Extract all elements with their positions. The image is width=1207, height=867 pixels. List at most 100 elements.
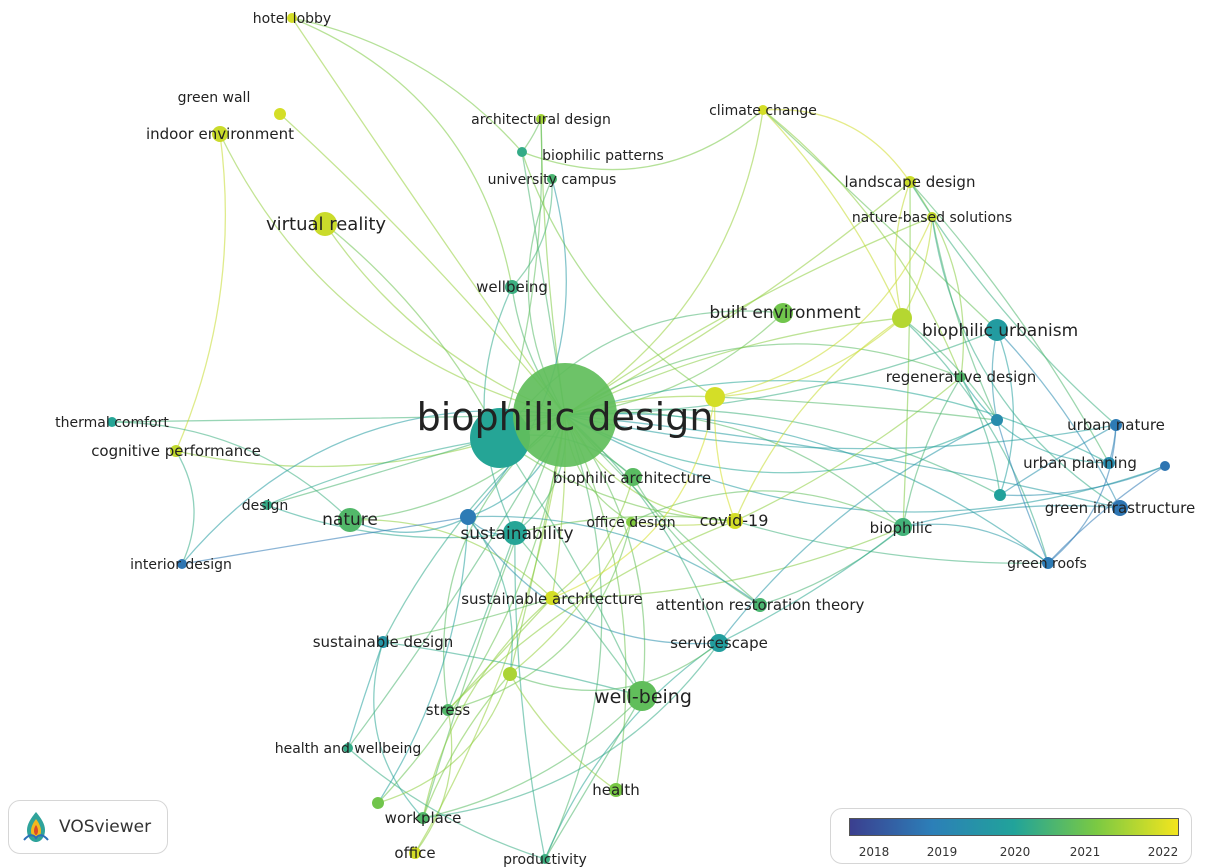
label-built-environment[interactable]: built environment bbox=[709, 303, 861, 323]
node-built-environment[interactable] bbox=[773, 303, 793, 323]
network-edge bbox=[902, 523, 1049, 564]
label-attention-restoration-theory[interactable]: attention restoration theory bbox=[656, 596, 865, 614]
node-sustainability[interactable] bbox=[503, 521, 527, 545]
label-urban-nature[interactable]: urban nature bbox=[1067, 416, 1165, 434]
label-well-being[interactable]: well-being bbox=[594, 686, 692, 708]
node-design[interactable] bbox=[262, 500, 272, 510]
node-well-being[interactable] bbox=[627, 681, 657, 711]
label-urban-planning[interactable]: urban planning bbox=[1023, 454, 1137, 472]
node-urban-nature[interactable] bbox=[1110, 419, 1122, 431]
node-sustainable-design[interactable] bbox=[377, 636, 389, 648]
node-biophilic-design[interactable] bbox=[513, 363, 617, 467]
label-nature-based-solutions[interactable]: nature-based solutions bbox=[852, 210, 1012, 226]
node-health[interactable] bbox=[609, 783, 623, 797]
label-architectural-design[interactable]: architectural design bbox=[471, 112, 611, 128]
label-biophilic[interactable]: biophilic bbox=[870, 519, 933, 537]
node-wellbeing[interactable] bbox=[505, 280, 519, 294]
unlabeled-node[interactable] bbox=[994, 489, 1006, 501]
node-sustainable-architecture[interactable] bbox=[545, 591, 559, 605]
node-thermal-comfort[interactable] bbox=[107, 417, 117, 427]
label-sustainability[interactable]: sustainability bbox=[460, 524, 573, 544]
network-edge bbox=[762, 109, 903, 319]
legend-tick-2020: 2020 bbox=[999, 845, 1031, 859]
label-health-and-wellbeing[interactable]: health and wellbeing bbox=[275, 741, 422, 757]
node-attention-restoration-theory[interactable] bbox=[753, 598, 767, 612]
label-stress[interactable]: stress bbox=[426, 701, 471, 719]
label-landscape-design[interactable]: landscape design bbox=[845, 173, 976, 191]
network-edge bbox=[514, 515, 736, 534]
label-cognitive-performance[interactable]: cognitive performance bbox=[91, 442, 261, 460]
node-green-infrastructure[interactable] bbox=[1112, 500, 1128, 516]
label-thermal-comfort[interactable]: thermal comfort bbox=[55, 415, 169, 431]
node-covid-19[interactable] bbox=[727, 513, 743, 529]
label-productivity[interactable]: productivity bbox=[503, 852, 587, 867]
unlabeled-node[interactable] bbox=[503, 667, 517, 681]
node-green-roofs[interactable] bbox=[1042, 557, 1054, 569]
unlabeled-node[interactable] bbox=[892, 308, 912, 328]
label-university-campus[interactable]: university campus bbox=[488, 172, 617, 188]
label-biophilic-patterns[interactable]: biophilic patterns bbox=[542, 148, 664, 164]
node-biophilic[interactable] bbox=[894, 518, 912, 536]
label-green-wall[interactable]: green wall bbox=[178, 90, 251, 106]
network-edge bbox=[382, 641, 643, 697]
node-landscape-design[interactable] bbox=[904, 176, 916, 188]
unlabeled-node[interactable] bbox=[460, 509, 476, 525]
node-office-design[interactable] bbox=[626, 517, 636, 527]
node-biophilic-patterns[interactable] bbox=[517, 147, 527, 157]
network-edge bbox=[447, 597, 553, 711]
network-edge bbox=[291, 17, 513, 288]
node-urban-planning[interactable] bbox=[1103, 457, 1115, 469]
node-servicescape[interactable] bbox=[710, 634, 728, 652]
label-health[interactable]: health bbox=[592, 781, 639, 799]
label-biophilic-urbanism[interactable]: biophilic urbanism bbox=[922, 321, 1078, 341]
label-green-roofs[interactable]: green roofs bbox=[1007, 556, 1087, 572]
label-biophilic-architecture[interactable]: biophilic architecture bbox=[553, 469, 711, 487]
node-regenerative-design[interactable] bbox=[956, 372, 966, 382]
unlabeled-node[interactable] bbox=[705, 387, 725, 407]
node-university-campus[interactable] bbox=[547, 174, 557, 184]
vosviewer-logo[interactable]: VOSviewer bbox=[8, 800, 168, 854]
label-biophilic-design[interactable]: biophilic design bbox=[417, 395, 714, 439]
unlabeled-node[interactable] bbox=[991, 414, 1003, 426]
node-architectural-design[interactable] bbox=[536, 114, 546, 124]
node-stress[interactable] bbox=[442, 704, 454, 716]
network-edge bbox=[514, 532, 643, 697]
label-regenerative-design[interactable]: regenerative design bbox=[886, 368, 1037, 386]
label-wellbeing[interactable]: wellbeing bbox=[476, 278, 548, 296]
node-office[interactable] bbox=[409, 847, 421, 859]
label-green-infrastructure[interactable]: green infrastructure bbox=[1045, 499, 1195, 517]
label-nature[interactable]: nature bbox=[322, 510, 378, 530]
node-indoor-environment[interactable] bbox=[212, 126, 228, 142]
label-interior-design[interactable]: interior design bbox=[130, 557, 232, 573]
node-interior-design[interactable] bbox=[177, 559, 187, 569]
label-office[interactable]: office bbox=[394, 844, 435, 862]
label-covid-19[interactable]: covid-19 bbox=[700, 511, 769, 530]
label-virtual-reality[interactable]: virtual reality bbox=[266, 214, 386, 235]
unlabeled-node[interactable] bbox=[372, 797, 384, 809]
node-productivity[interactable] bbox=[540, 854, 550, 864]
label-indoor-environment[interactable]: indoor environment bbox=[146, 125, 294, 143]
network-edge bbox=[377, 516, 469, 804]
label-workplace[interactable]: workplace bbox=[385, 809, 462, 827]
label-office-design[interactable]: office design bbox=[586, 515, 675, 531]
label-climate-change[interactable]: climate change bbox=[709, 103, 817, 119]
label-sustainable-design[interactable]: sustainable design bbox=[313, 633, 454, 651]
node-green-wall[interactable] bbox=[274, 108, 286, 120]
label-hotel-lobby[interactable]: hotel lobby bbox=[253, 11, 331, 27]
node-nature[interactable] bbox=[338, 508, 362, 532]
node-virtual-reality[interactable] bbox=[313, 212, 337, 236]
network-edge bbox=[324, 223, 501, 439]
node-workplace[interactable] bbox=[417, 812, 429, 824]
node-biophilic-architecture[interactable] bbox=[624, 468, 642, 486]
node-biophilic-urbanism[interactable] bbox=[986, 319, 1008, 341]
node-nature-based-solutions[interactable] bbox=[927, 212, 937, 222]
node-cognitive-performance[interactable] bbox=[170, 445, 182, 457]
node-climate-change[interactable] bbox=[758, 105, 768, 115]
node-hotel-lobby[interactable] bbox=[287, 13, 297, 23]
label-design[interactable]: design bbox=[242, 498, 288, 514]
node-health-and-wellbeing[interactable] bbox=[343, 743, 353, 753]
unlabeled-node[interactable] bbox=[1160, 461, 1170, 471]
label-sustainable-architecture[interactable]: sustainable architecture bbox=[461, 590, 643, 608]
label-servicescape[interactable]: servicescape bbox=[670, 634, 768, 652]
